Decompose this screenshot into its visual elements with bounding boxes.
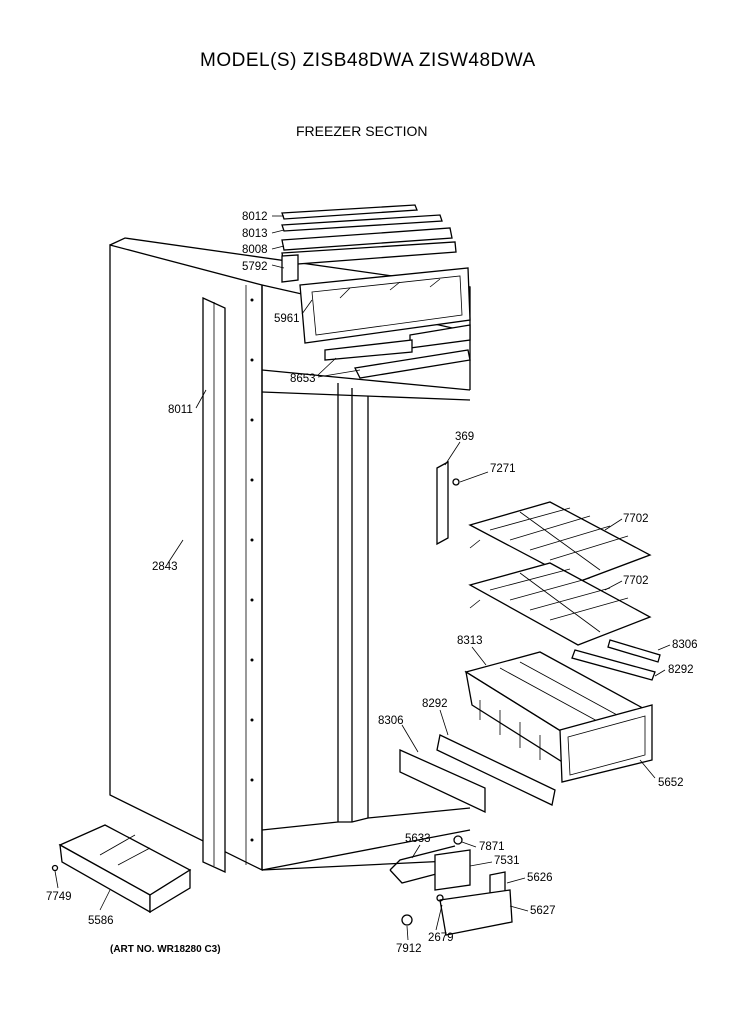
callout-5961: 5961 xyxy=(274,313,300,325)
callout-5633: 5633 xyxy=(405,833,431,845)
icemaker-assembly xyxy=(389,835,513,936)
callout-8011: 8011 xyxy=(168,404,193,416)
callout-5586: 5586 xyxy=(88,915,114,927)
callout-8012: 8012 xyxy=(242,211,268,223)
evaporator-cover xyxy=(51,824,192,914)
callout-8306-right: 8306 xyxy=(672,639,698,651)
callout-labels: 8012 8013 8008 5792 5961 8653 8011 369 7… xyxy=(46,211,698,955)
front-trim-strip xyxy=(202,296,226,874)
callout-8013: 8013 xyxy=(242,228,268,240)
callout-369: 369 xyxy=(455,431,474,443)
callout-5792: 5792 xyxy=(242,261,268,273)
callout-7702-lower: 7702 xyxy=(623,575,649,587)
callout-8306-left: 8306 xyxy=(378,715,404,727)
top-trim-parts xyxy=(281,204,471,379)
art-number: (ART NO. WR18280 C3) xyxy=(110,944,221,955)
drawer-slide-right xyxy=(571,639,661,681)
callout-7912: 7912 xyxy=(396,943,422,955)
shelf-support-rail xyxy=(436,460,460,546)
callout-8292-right: 8292 xyxy=(668,664,694,676)
callout-7531: 7531 xyxy=(494,855,520,867)
callout-5626: 5626 xyxy=(527,872,553,884)
callout-8653: 8653 xyxy=(290,373,316,385)
callout-8008: 8008 xyxy=(242,244,268,256)
wire-basket xyxy=(464,651,652,772)
callout-8313: 8313 xyxy=(457,635,483,647)
callout-5627: 5627 xyxy=(530,905,556,917)
wire-shelf-lower xyxy=(468,562,652,646)
callout-5652: 5652 xyxy=(658,777,684,789)
drawer-front xyxy=(559,704,653,783)
section-title: FREEZER SECTION xyxy=(296,123,428,139)
leader-lines xyxy=(54,215,671,941)
model-title: MODEL(S) ZISB48DWA ZISW48DWA xyxy=(200,50,536,71)
callout-7749: 7749 xyxy=(46,891,72,903)
callout-2843: 2843 xyxy=(152,561,178,573)
callout-7271: 7271 xyxy=(490,463,516,475)
callout-7702-upper: 7702 xyxy=(623,513,649,525)
callout-2679: 2679 xyxy=(428,932,454,944)
drawer-slide-left xyxy=(399,734,556,814)
callout-7871: 7871 xyxy=(479,841,505,853)
wire-shelf-upper xyxy=(468,501,652,583)
callout-8292-left: 8292 xyxy=(422,698,448,710)
